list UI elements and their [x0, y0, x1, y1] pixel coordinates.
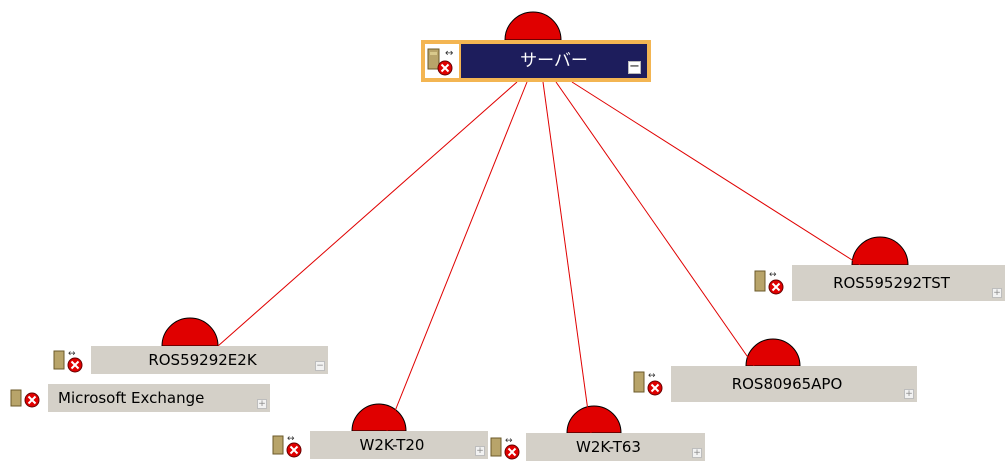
ros595292tst-status-indicator — [851, 236, 909, 266]
svg-text:↔: ↔ — [68, 349, 76, 359]
svg-text:↔: ↔ — [445, 48, 453, 59]
root-node-server[interactable]: ↔ サーバー − — [421, 40, 651, 82]
node-w2k-t63[interactable]: ↔ W2K-T63 + — [488, 433, 705, 461]
w2k-t63-status-indicator — [566, 405, 622, 434]
svg-text:↔: ↔ — [769, 270, 777, 280]
expand-toggle[interactable]: + — [257, 399, 267, 409]
ros59292e2k-status-indicator — [161, 317, 219, 347]
server-error-icon: ↔ — [631, 366, 669, 402]
collapse-toggle[interactable]: − — [315, 361, 325, 371]
expand-toggle[interactable]: + — [692, 448, 702, 458]
svg-text:↔: ↔ — [648, 371, 656, 381]
link-root-w2k-t20 — [386, 81, 528, 432]
expand-toggle[interactable]: + — [475, 446, 485, 456]
node-label: ROS59292E2K — [91, 346, 328, 374]
server-error-icon: ↔ — [488, 433, 526, 461]
server-error-icon: ↔ — [752, 265, 790, 301]
root-node-label: サーバー — [461, 44, 647, 78]
node-label: W2K-T63 — [526, 433, 705, 461]
server-error-icon: ↔ — [51, 346, 89, 374]
collapse-toggle[interactable]: − — [628, 59, 641, 74]
node-ros59292e2k[interactable]: ↔ ROS59292E2K − — [51, 346, 328, 374]
server-error-icon: ↔ — [425, 44, 459, 78]
expand-toggle[interactable]: + — [904, 389, 914, 399]
node-microsoft-exchange[interactable]: Microsoft Exchange + — [8, 384, 270, 412]
w2k-t20-status-indicator — [351, 403, 407, 432]
link-root-ros80965apo — [555, 81, 755, 367]
svg-text:↔: ↔ — [505, 436, 513, 446]
svg-text:↔: ↔ — [287, 434, 295, 444]
node-label: W2K-T20 — [310, 431, 488, 459]
node-ros595292tst[interactable]: ↔ ROS595292TST + — [752, 265, 1005, 301]
server-error-icon — [8, 384, 46, 412]
node-ros80965apo[interactable]: ↔ ROS80965APO + — [631, 366, 917, 402]
link-root-ros59292e2k — [217, 81, 518, 347]
root-status-indicator — [504, 11, 562, 41]
link-root-ros595292tst — [571, 81, 861, 266]
link-root-w2k-t63 — [542, 81, 592, 434]
node-w2k-t20[interactable]: ↔ W2K-T20 + — [270, 431, 488, 459]
node-label: Microsoft Exchange — [48, 384, 270, 412]
server-error-icon: ↔ — [270, 431, 308, 459]
node-label: ROS595292TST — [792, 265, 1005, 301]
expand-toggle[interactable]: + — [992, 288, 1002, 298]
node-label: ROS80965APO — [671, 366, 917, 402]
ros80965apo-status-indicator — [745, 338, 801, 367]
